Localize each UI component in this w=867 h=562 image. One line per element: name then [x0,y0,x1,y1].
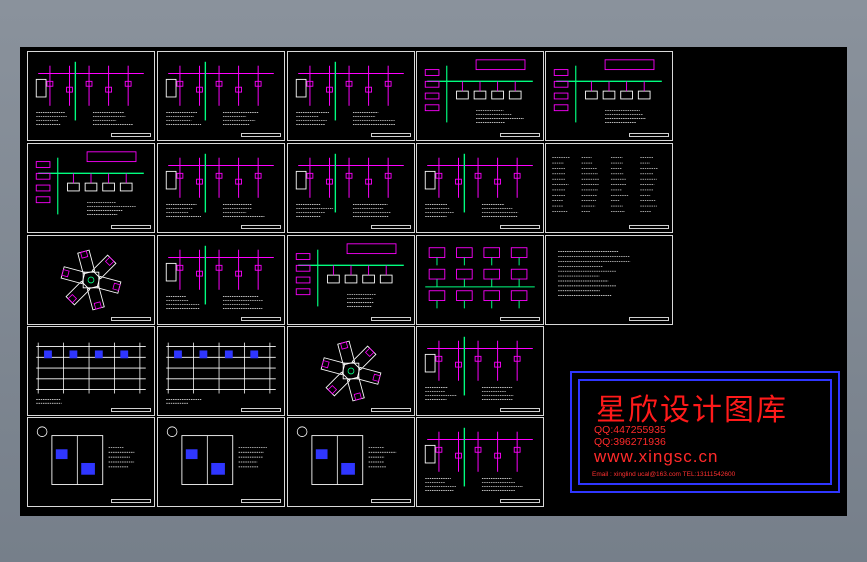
sheet-graphics [165,153,274,217]
sheet-title-block [371,408,411,412]
drawing-sheet-r1c1[interactable] [27,51,155,141]
sheet-title-block [629,225,669,229]
watermark-website: www.xingsc.cn [594,447,719,466]
sheet-title-block [371,499,411,503]
drawing-sheet-r5c1[interactable] [27,417,155,507]
watermark-contact: Email : xinglind ucal@163.com TEL:131115… [592,471,736,478]
sheet-title-block [111,408,151,412]
drawing-sheet-r2c5[interactable] [545,143,673,233]
sheet-title-block [500,408,540,412]
sheet-graphics [424,336,533,400]
sheet-title-block [241,408,281,412]
sheet-graphics [295,243,404,307]
sheet-graphics [35,61,144,125]
sheet-graphics [295,153,404,217]
drawing-sheet-r1c3[interactable] [287,51,415,141]
drawing-sheet-r3c3[interactable] [287,235,415,325]
sheet-graphics [320,340,382,402]
drawing-sheet-r5c3[interactable] [287,417,415,507]
sheet-graphics [295,61,404,125]
drawing-sheet-r4c4[interactable] [416,326,544,416]
sheet-title-block [500,133,540,137]
sheet-graphics [166,426,267,485]
cad-model-space[interactable]: 星欣设计图库 QQ:447255935 QQ:396271936 www.xin… [20,47,847,516]
drawing-sheet-r4c1[interactable] [27,326,155,416]
drawing-sheet-r5c2[interactable] [157,417,285,507]
sheet-title-block [111,317,151,321]
sheet-graphics [35,151,144,215]
watermark-inner-frame [578,379,832,485]
sheet-graphics [424,59,533,123]
sheet-graphics [424,153,533,217]
watermark-qq-2: QQ:396271936 [594,436,666,448]
sheet-title-block [111,133,151,137]
sheet-title-block [371,225,411,229]
drawing-sheet-r1c2[interactable] [157,51,285,141]
sheet-graphics [553,59,662,123]
sheet-title-block [111,499,151,503]
sheet-title-block [241,499,281,503]
sheet-title-block [241,317,281,321]
drawing-sheet-r5c4[interactable] [416,417,544,507]
drawing-sheet-r2c1[interactable] [27,143,155,233]
sheet-graphics [424,427,533,491]
drawing-sheet-r3c2[interactable] [157,235,285,325]
drawing-sheet-r2c3[interactable] [287,143,415,233]
sheet-title-block [371,133,411,137]
sheet-title-block [241,133,281,137]
sheet-title-block [371,317,411,321]
drawing-sheet-r3c5[interactable] [545,235,673,325]
sheet-title-block [629,317,669,321]
drawing-sheet-r2c4[interactable] [416,143,544,233]
watermark-logo: 星欣设计图库 QQ:447255935 QQ:396271936 www.xin… [570,371,840,493]
sheet-title-block [241,225,281,229]
drawing-sheet-r4c2[interactable] [157,326,285,416]
drawing-sheet-r1c5[interactable] [545,51,673,141]
drawing-sheet-r3c4[interactable] [416,235,544,325]
drawing-sheets-area [27,51,673,509]
sheet-title-block [629,133,669,137]
sheet-graphics [558,251,631,296]
sheet-title-block [500,499,540,503]
watermark-qq-1: QQ:447255935 [594,424,666,436]
sheet-title-block [111,225,151,229]
sheet-title-block [500,317,540,321]
sheet-graphics [165,61,274,125]
sheet-graphics [166,342,276,404]
sheet-graphics [552,157,658,212]
watermark-title: 星欣设计图库 [596,393,788,428]
drawing-sheet-r4c3[interactable] [287,326,415,416]
sheet-title-block [500,225,540,229]
sheet-graphics [165,245,274,309]
sheet-graphics [36,426,135,485]
sheet-graphics [36,342,146,404]
sheet-graphics [60,249,122,311]
drawing-sheet-r1c4[interactable] [416,51,544,141]
sheet-graphics [296,426,397,485]
drawing-sheet-r3c1[interactable] [27,235,155,325]
sheet-graphics [425,247,535,309]
drawing-sheet-r2c2[interactable] [157,143,285,233]
